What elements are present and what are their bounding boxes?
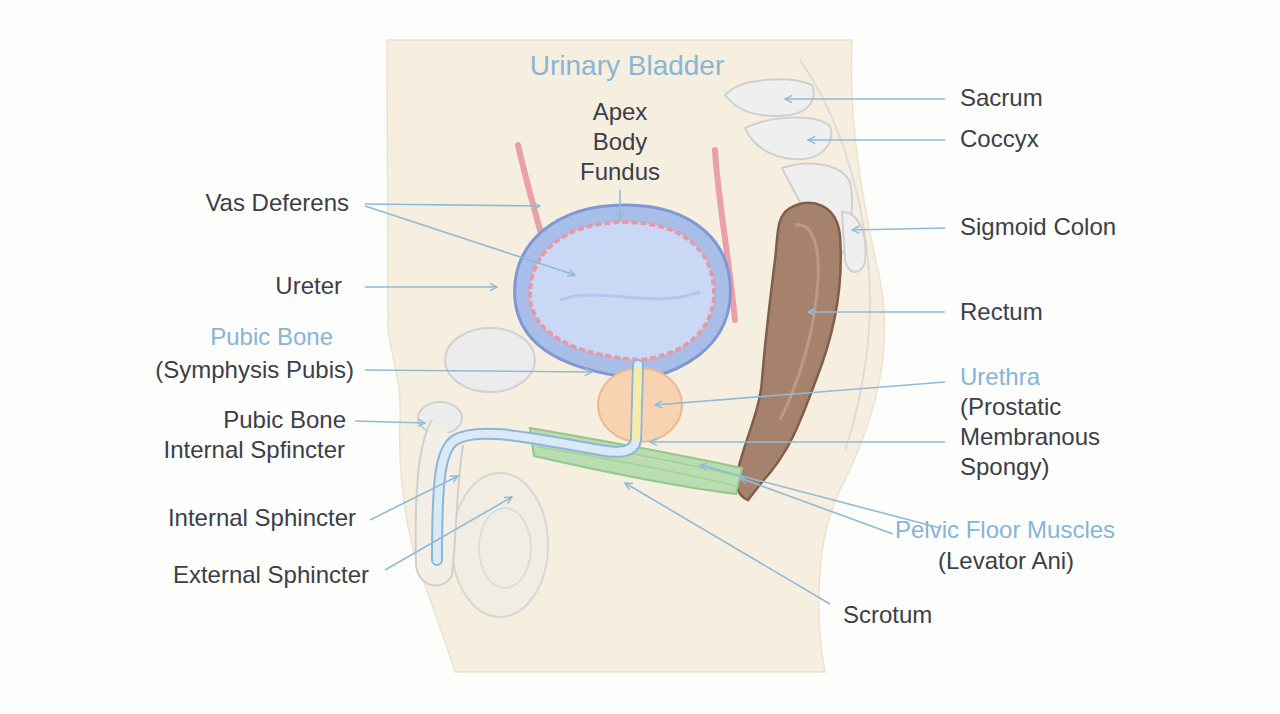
- leader-line: [370, 476, 458, 520]
- bladder-urine: [560, 292, 700, 300]
- leader-line: [355, 421, 425, 423]
- part-label: Sacrum: [960, 83, 1043, 113]
- body-silhouette: [387, 40, 884, 672]
- part-label: Urethra: [960, 362, 1040, 392]
- leader-line: [365, 286, 497, 288]
- leader-line: [808, 311, 945, 313]
- leader-line: [740, 478, 893, 534]
- part-label: Pubic Bone: [223, 405, 346, 435]
- bladder-wall: [515, 205, 731, 378]
- testis-shape: [479, 508, 531, 588]
- leader-line: [852, 228, 945, 230]
- prostate-gland: [598, 368, 682, 442]
- part-label: Fundus: [580, 157, 660, 187]
- leader-line: [650, 441, 945, 443]
- rectum-highlight: [780, 225, 818, 420]
- part-label: Coccyx: [960, 124, 1039, 154]
- leader-line: [365, 370, 592, 372]
- sacrum-bone: [725, 79, 814, 116]
- part-label: Pelvic Floor Muscles: [895, 515, 1115, 545]
- part-label: Internal Spfincter: [164, 435, 345, 465]
- leader-line: [655, 382, 945, 405]
- part-label: Internal Sphincter: [168, 503, 356, 533]
- part-label: Scrotum: [843, 600, 932, 630]
- sacrum-bone: [745, 118, 831, 160]
- leader-line: [619, 190, 621, 220]
- leader-line: [625, 483, 830, 604]
- leader-line: [365, 204, 540, 206]
- pubic-bone: [445, 328, 535, 392]
- leader-line: [785, 98, 945, 100]
- part-label: Ureter: [275, 271, 342, 301]
- diagram-title: Urinary Bladder: [530, 51, 725, 81]
- leader-line: [808, 139, 945, 141]
- rectum-shape: [737, 203, 841, 500]
- part-label: (Levator Ani): [938, 546, 1074, 576]
- part-label: Rectum: [960, 297, 1043, 327]
- part-label: (Symphysis Pubis): [155, 355, 354, 385]
- urethra-lumen: [437, 365, 638, 560]
- part-label: (Prostatic Membranous Spongy): [960, 392, 1130, 482]
- part-label: Body: [593, 127, 648, 157]
- part-label: Pubic Bone: [210, 322, 333, 352]
- urethra-tube: [437, 365, 638, 560]
- scrotum-shape: [452, 473, 548, 617]
- leader-line: [385, 497, 512, 570]
- part-label: External Sphincter: [173, 560, 369, 590]
- leader-line: [365, 206, 575, 275]
- bladder-lining: [530, 222, 714, 360]
- part-label: Apex: [593, 97, 648, 127]
- part-label: Sigmoid Colon: [960, 212, 1116, 242]
- leader-lines: [355, 99, 945, 604]
- prostatic-urethra: [636, 368, 638, 440]
- coccyx-bone: [842, 212, 866, 272]
- part-label: Vas Deferens: [205, 188, 349, 218]
